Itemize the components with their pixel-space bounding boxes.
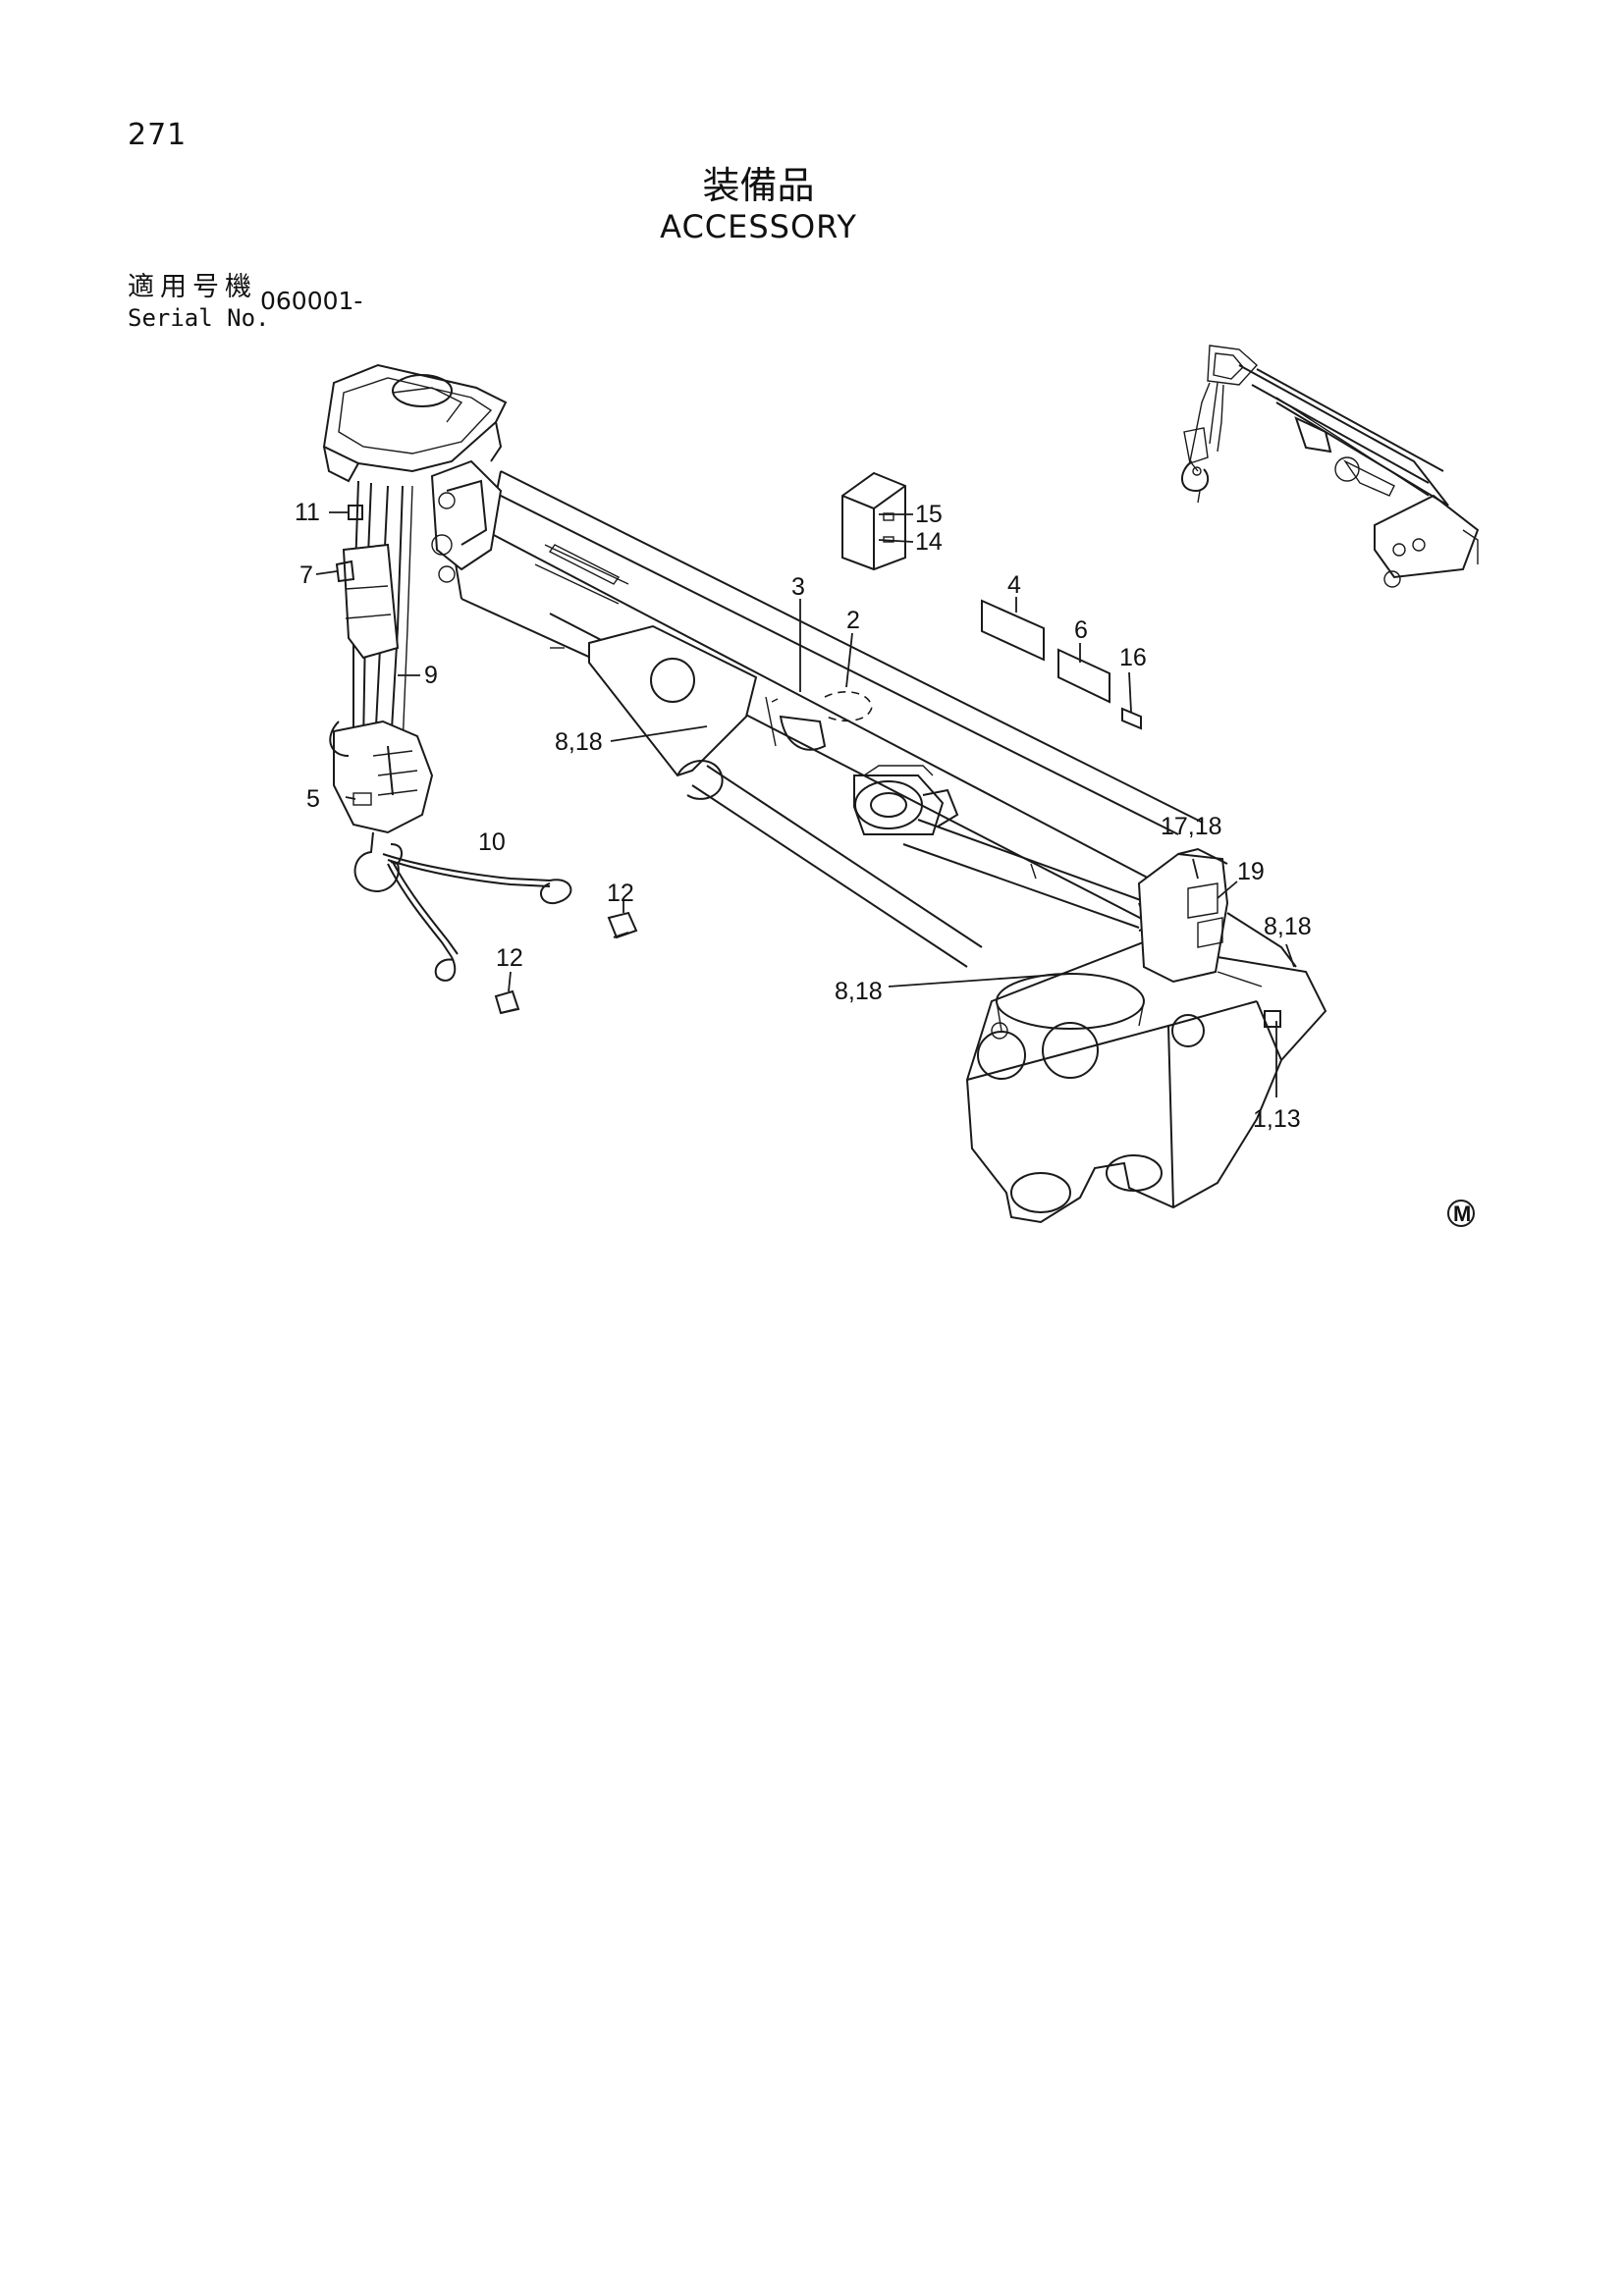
- callout-5: 5: [306, 785, 320, 813]
- overview-crane-thumbnail: [1181, 345, 1480, 588]
- callout-19: 19: [1237, 858, 1265, 885]
- callout-4: 4: [1007, 571, 1021, 599]
- callout-8-18-column: 8,18: [1264, 913, 1312, 940]
- accessory-box: [841, 471, 906, 571]
- serial-number-value: 060001-: [260, 287, 363, 315]
- callout-8-18-base: 8,18: [835, 978, 883, 1005]
- page-title-english: ACCESSORY: [660, 208, 857, 245]
- main-boom-assembly: [446, 470, 1327, 1224]
- callout-16: 16: [1119, 644, 1147, 671]
- callout-14: 14: [915, 528, 943, 556]
- callout-1-13: 1,13: [1253, 1105, 1301, 1133]
- callout-7: 7: [299, 561, 313, 589]
- serial-label-japanese: 適用号機: [128, 272, 257, 302]
- page-number: 271: [128, 118, 188, 152]
- callout-15: 15: [915, 501, 943, 528]
- circled-m-mark: M: [1447, 1200, 1475, 1227]
- page-title-japanese: 装備品: [702, 164, 815, 207]
- leader-lines: [315, 511, 1295, 1097]
- decal-plates: [981, 599, 1142, 730]
- callout-8-18-boom: 8,18: [555, 728, 603, 756]
- callout-12-upper: 12: [607, 880, 634, 907]
- callout-labels: 11 7 9 5 10 12 12 15 14 3 2 4 6 16 8,18 …: [295, 499, 1312, 1133]
- callout-10: 10: [478, 828, 506, 856]
- callout-9: 9: [424, 662, 438, 689]
- callout-17-18: 17,18: [1161, 813, 1222, 840]
- winch-drum: [853, 765, 959, 835]
- callout-2: 2: [846, 607, 860, 634]
- mark-letter: M: [1453, 1201, 1471, 1226]
- callout-3: 3: [791, 573, 805, 601]
- callout-11: 11: [295, 499, 320, 526]
- callout-6: 6: [1074, 616, 1088, 644]
- callout-12-lower: 12: [496, 944, 523, 972]
- boom-head-and-hook: [322, 363, 508, 892]
- serial-label-english: Serial No.: [128, 304, 270, 332]
- sling-wire-and-shackles: [382, 853, 638, 1015]
